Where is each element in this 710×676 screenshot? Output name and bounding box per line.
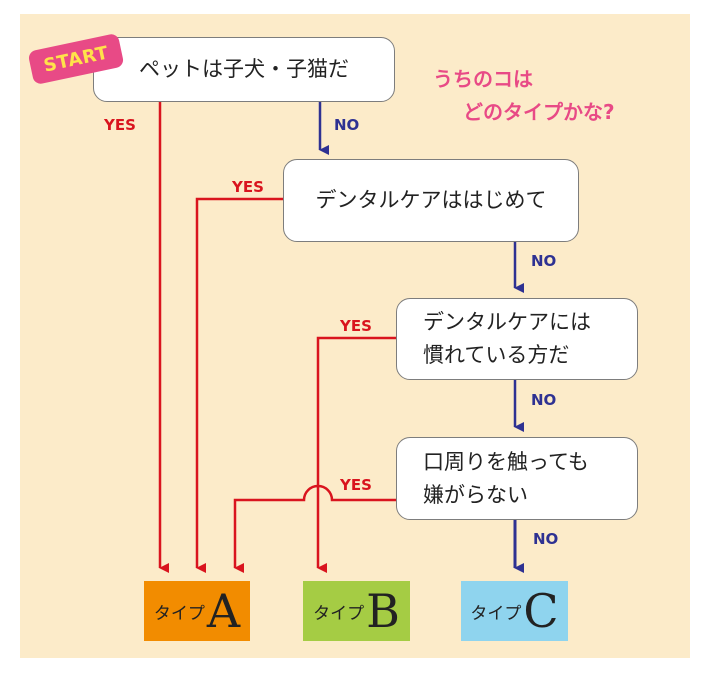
yes-label-q2: YES [232,178,264,196]
yes-label-q1: YES [104,116,136,134]
yes-label-q3: YES [340,317,372,335]
question-3-line-1: デンタルケアには [423,310,591,334]
headline-line-2: どのタイプかな? [463,100,615,124]
yes-label-q4: YES [340,476,372,494]
result-type-b: タイプ B [303,581,410,641]
result-c-prefix: タイプ [470,603,522,624]
no-label-q2: NO [531,252,557,270]
question-3-line-2: 慣れている方だ [423,343,570,367]
result-c-letter: C [523,584,559,638]
yes-arrow-q4 [233,484,396,573]
result-type-a: タイプ A [144,581,250,641]
question-box-3: デンタルケアには 慣れている方だ [396,298,638,380]
no-label-q4: NO [533,530,559,548]
no-label-q3: NO [531,391,557,409]
yes-arrow-q3 [316,336,396,573]
question-4-line-2: 嫌がらない [423,482,528,507]
question-2-line-1: デンタルケアははじめて [315,188,547,212]
question-box-2: デンタルケアははじめて [283,159,579,242]
yes-arrow-q2 [195,197,283,573]
question-4-line-1: 口周りを触っても [423,449,589,474]
headline-line-1: うちのコは [433,67,533,91]
question-1-line-1: ペットは子犬・子猫だ [139,57,349,81]
no-label-q1: NO [334,116,360,134]
result-b-letter: B [366,584,400,638]
result-a-letter: A [206,584,241,638]
result-b-prefix: タイプ [313,603,365,624]
result-a-prefix: タイプ [153,603,205,624]
question-box-1: ペットは子犬・子猫だ [93,37,395,102]
question-box-4: 口周りを触っても 嫌がらない [396,437,638,520]
result-type-c: タイプ C [461,581,568,641]
